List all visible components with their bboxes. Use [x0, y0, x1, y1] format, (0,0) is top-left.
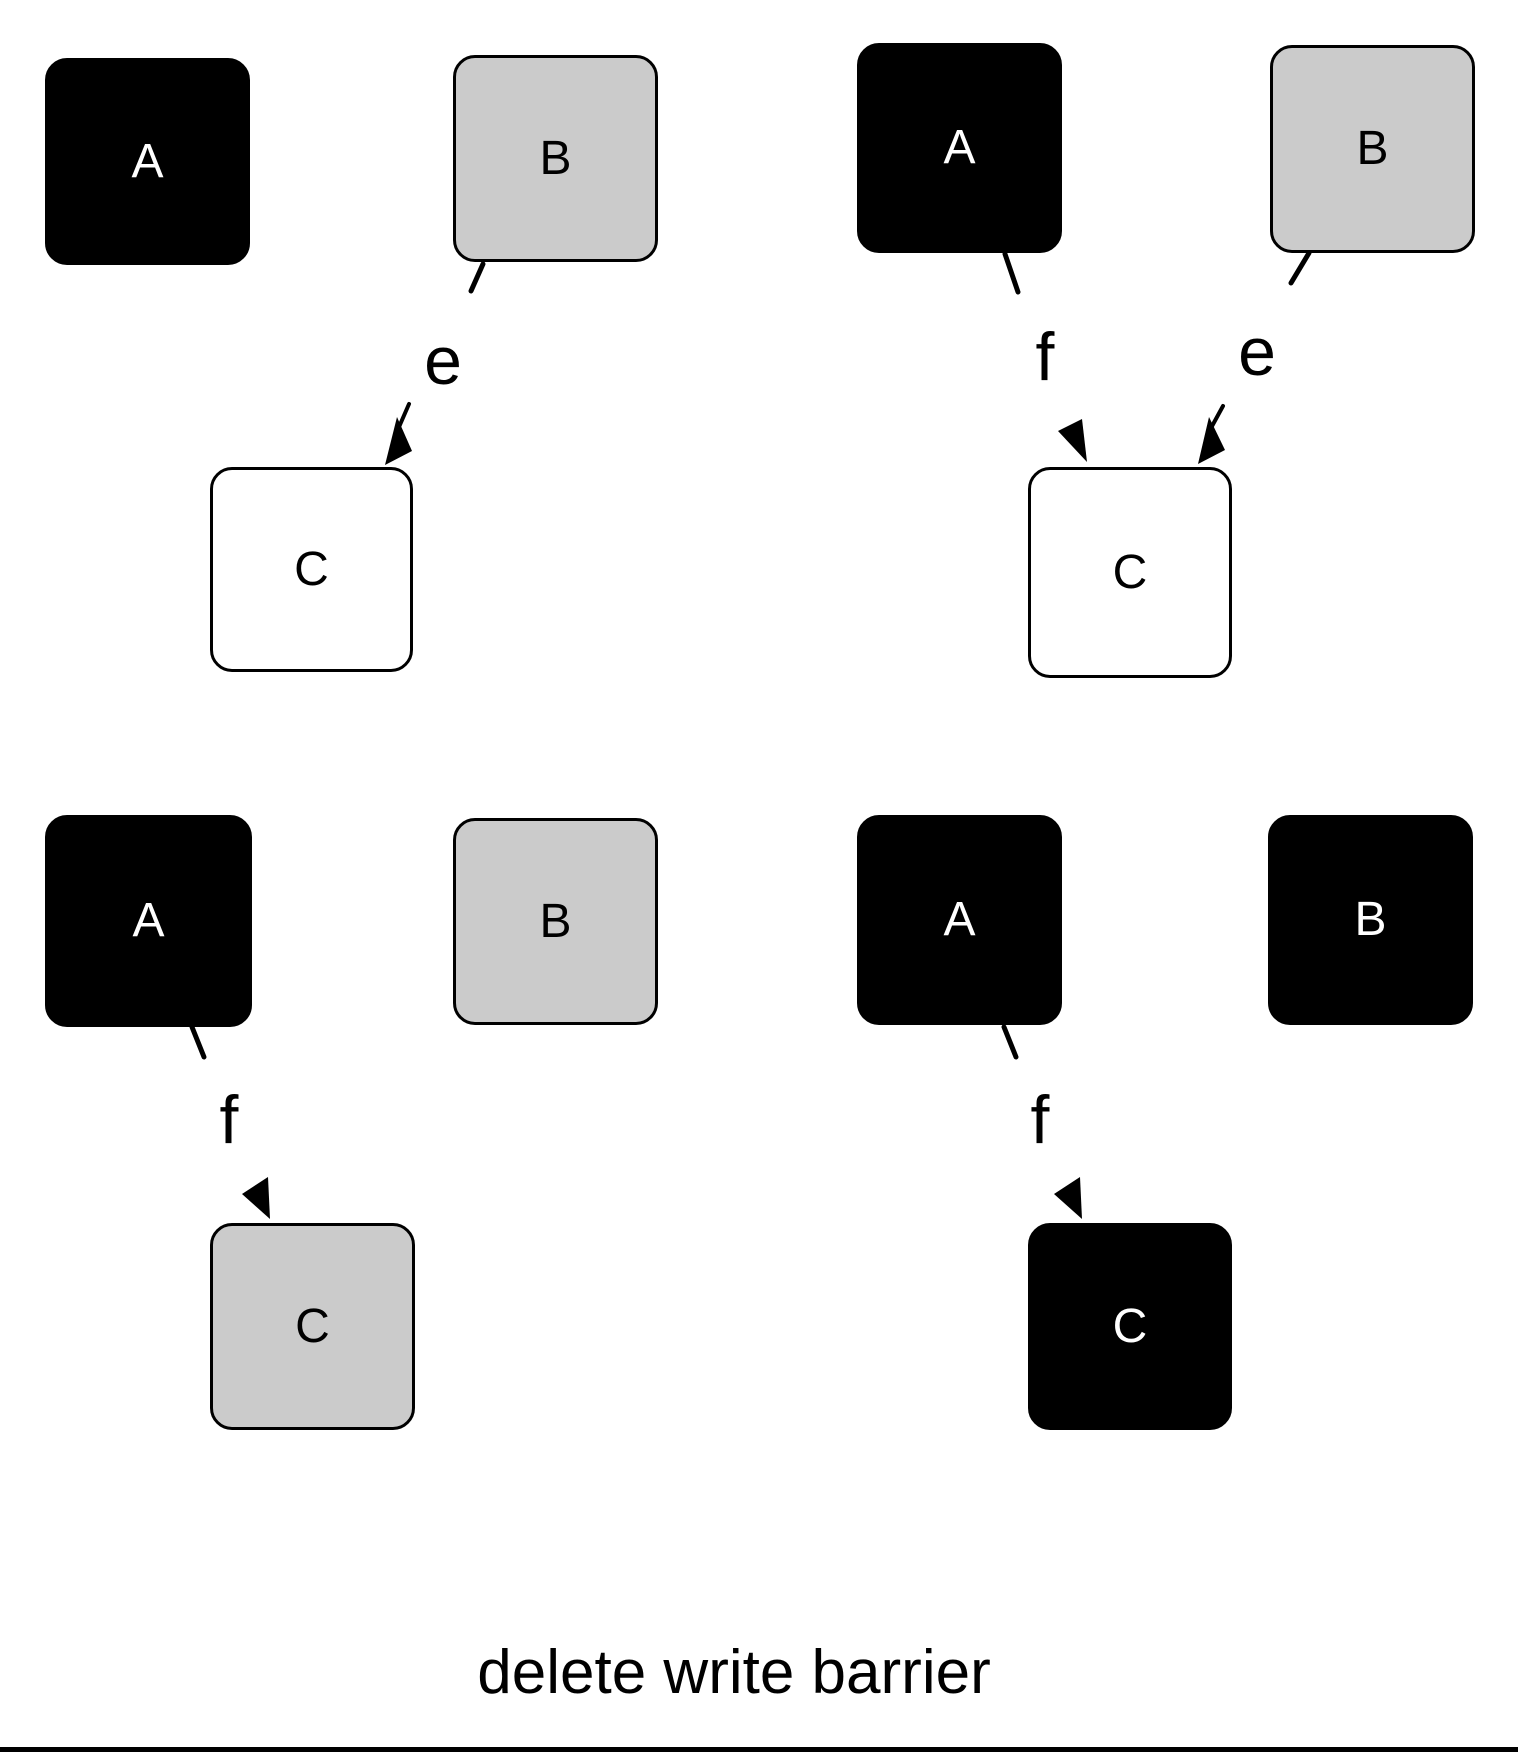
node-label: B [1354, 893, 1387, 946]
node-label: C [1112, 545, 1148, 599]
node-label: B [1356, 122, 1389, 175]
node-label: C [1112, 1299, 1148, 1353]
edge-arrowhead-stem-e-top-right [1209, 404, 1225, 430]
node-label: C [295, 1299, 330, 1353]
edge-arrowhead-e-top-right [1198, 417, 1225, 464]
edge-label-f-bottom-right: f [1030, 1082, 1050, 1158]
edge-stub-e-top-right [1288, 250, 1312, 286]
edge-arrowhead-stem-e-top-left [397, 402, 411, 429]
edge-arrowhead-f-top-right [1058, 419, 1087, 462]
node-box-c-bottom-right: C [1028, 1223, 1232, 1430]
bottom-border [0, 1747, 1518, 1752]
edge-arrowhead-e-top-left [385, 417, 412, 465]
node-box-a-top-left: A [45, 58, 250, 265]
edge-stub-e-top-left [468, 261, 486, 294]
edge-arrowhead-f-bottom-left [242, 1177, 270, 1219]
edge-label-e-top-left: e [424, 323, 462, 399]
node-box-a-bottom-left: A [45, 815, 252, 1027]
node-box-b-top-left: B [453, 55, 658, 262]
node-box-b-bottom-right: B [1268, 815, 1473, 1025]
edge-stub-f-bottom-left [189, 1024, 207, 1060]
node-label: B [539, 894, 572, 948]
node-label: C [294, 542, 329, 596]
edge-arrowhead-f-bottom-right [1054, 1177, 1082, 1219]
node-label: A [131, 134, 164, 188]
node-box-c-top-right: C [1028, 467, 1232, 678]
edge-label-f-top-right: f [1035, 319, 1055, 395]
edge-stub-f-bottom-right [1001, 1024, 1019, 1060]
node-label: A [943, 893, 976, 946]
node-label: A [943, 121, 976, 174]
edge-label-e-top-right: e [1238, 314, 1276, 390]
node-box-c-bottom-left: C [210, 1223, 415, 1430]
node-box-a-top-right: A [857, 43, 1062, 253]
edge-label-f-bottom-left: f [219, 1082, 239, 1158]
node-box-b-bottom-left: B [453, 818, 658, 1025]
diagram-caption: delete write barrier [477, 1638, 991, 1707]
node-label: A [132, 894, 165, 947]
node-box-b-top-right: B [1270, 45, 1475, 253]
edge-stub-f-top-right [1002, 251, 1021, 295]
node-box-c-top-left: C [210, 467, 413, 672]
node-label: B [539, 131, 572, 185]
node-box-a-bottom-right: A [857, 815, 1062, 1025]
